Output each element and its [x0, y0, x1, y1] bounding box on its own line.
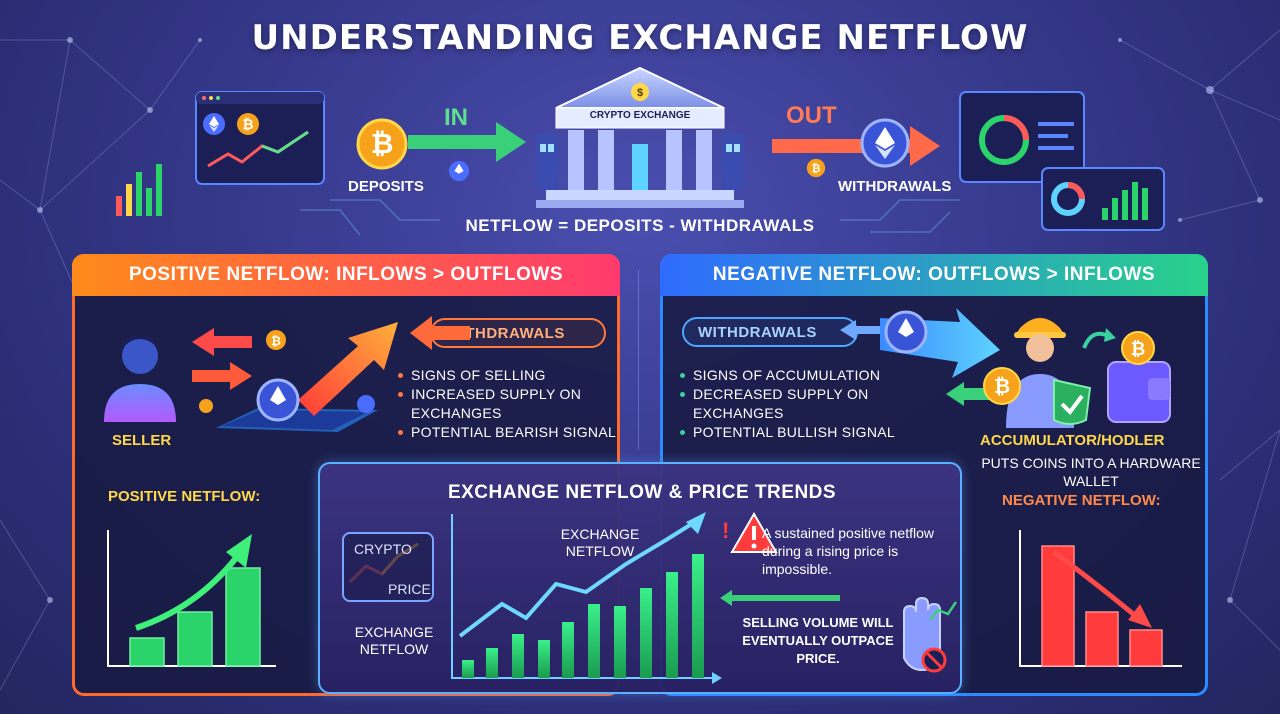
panel-divider	[638, 270, 639, 450]
svg-text:₿: ₿	[812, 163, 821, 175]
svg-text:$: $	[637, 87, 643, 99]
page-title: UNDERSTANDING EXCHANGE NETFLOW	[251, 18, 1029, 58]
exchange-netflow-axis-label: EXCHANGE NETFLOW	[354, 624, 434, 657]
ethereum-icon	[448, 160, 470, 186]
exchange-sign: CRYPTO EXCHANGE	[589, 110, 691, 121]
ethereum-icon	[860, 118, 910, 172]
positive-bar-chart	[107, 530, 276, 667]
crypto-word: CRYPTO	[354, 541, 412, 557]
withdrawals-pill-label: WITHDRAWALS	[698, 323, 817, 341]
svg-text:₿: ₿	[242, 116, 253, 132]
list-item: INCREASED SUPPLY ON EXCHANGES	[398, 385, 628, 423]
dashboard-monitor-left	[116, 91, 325, 216]
svg-text:₿: ₿	[1131, 339, 1146, 359]
svg-text:!: !	[722, 518, 729, 543]
netflow-formula: NETFLOW = DEPOSITS - WITHDRAWALS	[465, 216, 815, 235]
negative-netflow-header: NEGATIVE NETFLOW: OUTFLOWS > INFLOWS	[660, 254, 1208, 296]
bitcoin-icon: ₿	[806, 158, 826, 182]
in-label: IN	[444, 104, 468, 131]
bitcoin-icon: ₿	[356, 118, 408, 174]
selling-volume-text: SELLING VOLUME WILL EVENTUALLY OUTPACE P…	[742, 615, 894, 666]
exchange-netflow-line-label: EXCHANGE NETFLOW	[560, 526, 640, 559]
outflow-arrow	[772, 126, 940, 166]
dashboard-monitor-right	[959, 91, 1165, 231]
stop-hand-icon	[903, 596, 958, 673]
price-trends-graphic: !	[348, 512, 958, 684]
accumulation-flow-graphic	[840, 308, 1000, 406]
withdrawals-pill-label: WITHDRAWALS	[446, 324, 565, 342]
person-icon	[104, 335, 176, 422]
list-item: DECREASED SUPPLY ON EXCHANGES	[680, 385, 910, 423]
positive-chart-label: POSITIVE NETFLOW:	[108, 488, 261, 505]
svg-text:₿: ₿	[371, 128, 394, 159]
positive-netflow-header: POSITIVE NETFLOW: INFLOWS > OUTFLOWS	[72, 254, 620, 296]
bank-building-icon: $	[536, 66, 744, 208]
svg-text:₿: ₿	[994, 376, 1010, 398]
out-label: OUT	[786, 102, 837, 129]
accumulator-subtitle: PUTS COINS INTO A HARDWARE WALLET	[981, 455, 1201, 489]
crypto-price-box: CRYPTO PRICE	[342, 532, 434, 602]
seller-label: SELLER	[112, 432, 172, 449]
negative-chart-label: NEGATIVE NETFLOW:	[1002, 492, 1161, 509]
bitcoin-icon: ₿	[236, 112, 260, 140]
positive-bullets: SIGNS OF SELLING INCREASED SUPPLY ON EXC…	[398, 366, 628, 442]
svg-text:₿: ₿	[271, 334, 281, 348]
price-trends-panel: ! EXCHANGE NETFLOW & PRICE TRENDS CRYPTO…	[318, 462, 962, 694]
accumulator-label: ACCUMULATOR/HODLER	[980, 432, 1165, 449]
arrow-left-icon	[410, 316, 470, 350]
warning-text: A sustained positive netflow during a ri…	[762, 525, 934, 577]
price-word: PRICE	[388, 581, 431, 597]
ethereum-icon	[202, 112, 226, 140]
selling-flow-graphic: ₿	[192, 322, 398, 432]
list-item: POTENTIAL BEARISH SIGNAL	[398, 423, 628, 442]
inflow-arrow	[408, 122, 526, 162]
warning-icon: !	[722, 512, 778, 553]
price-trends-title: EXCHANGE NETFLOW & PRICE TRENDS	[447, 482, 837, 503]
withdrawals-label: WITHDRAWALS	[838, 178, 952, 195]
negative-bullets: SIGNS OF ACCUMULATION DECREASED SUPPLY O…	[680, 366, 910, 442]
list-item: SIGNS OF ACCUMULATION	[680, 366, 910, 385]
list-item: POTENTIAL BULLISH SIGNAL	[680, 423, 910, 442]
withdrawals-pill-negative: WITHDRAWALS	[682, 317, 858, 347]
deposits-label: DEPOSITS	[348, 178, 424, 195]
negative-bar-chart	[1019, 530, 1182, 667]
list-item: SIGNS OF SELLING	[398, 366, 628, 385]
worker-icon: ₿ ₿	[983, 318, 1171, 428]
